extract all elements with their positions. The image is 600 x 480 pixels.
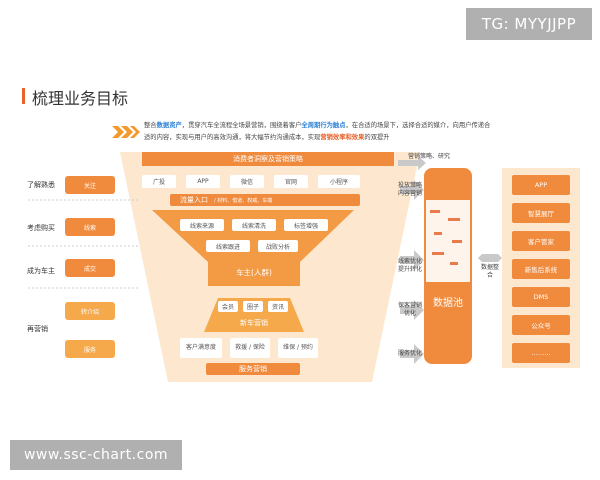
source-item: ……… — [512, 343, 570, 363]
membership-item: 资讯 — [268, 301, 288, 312]
tg-watermark: TG: MYYJJPP — [466, 8, 592, 40]
source-item: 智慧展厅 — [512, 203, 570, 223]
lead-item: 标签增强 — [284, 219, 328, 231]
chevron-arrows-icon — [112, 126, 140, 138]
lead-item: 战败分析 — [258, 240, 298, 252]
channel-item: APP — [186, 175, 220, 188]
stage-label-consider: 考虑购买 — [27, 224, 55, 232]
stage-box-follow: 关注 — [65, 176, 115, 194]
service-item: 客户满意度 — [180, 338, 222, 358]
stage-box-leads: 线索 — [65, 218, 115, 236]
membership-item: 会员 — [218, 301, 238, 312]
lead-item: 线索跟进 — [206, 240, 250, 252]
stage-box-service: 服务 — [65, 340, 115, 358]
source-item: 客户管家 — [512, 231, 570, 251]
source-item: DMS — [512, 287, 570, 307]
membership-item: 圈子 — [243, 301, 263, 312]
stage-box-deal: 成交 — [65, 259, 115, 277]
traffic-entry-label: 流量入口 — [180, 196, 208, 204]
stage-label-aware: 了解熟悉 — [27, 181, 55, 189]
traffic-entry: 流量入口 / 材料、借道、权威、车端 — [170, 194, 360, 206]
arrow-label-leads: 线索优化提升转化 — [397, 258, 422, 273]
channel-item: 微信 — [230, 175, 264, 188]
arrow-label-strategy: 营销策略、研究 — [407, 153, 450, 160]
channel-item: 广投 — [142, 175, 176, 188]
stage-label-owner: 成为车主 — [27, 267, 55, 275]
arrow-label-retention: 保客营销优化 — [397, 302, 422, 317]
funnel-top-title: 消费者洞察及营销策略 — [233, 155, 303, 163]
source-item: 公众号 — [512, 315, 570, 335]
data-pool-label: 数据池 — [433, 298, 463, 309]
intro-text: 整合数据资产，贯穿汽车全流程全场景营销，围绕着客户全周期行为触点，在合适的场景下… — [144, 122, 491, 141]
owner-label: 车主(人群) — [236, 267, 272, 277]
source-item: 新售后系统 — [512, 259, 570, 279]
service-marketing-label: 服务营销 — [206, 363, 300, 375]
integration-label: 数据整合 — [480, 264, 499, 279]
site-watermark: www.ssc-chart.com — [10, 440, 182, 470]
page-title: 梳理业务目标 — [32, 89, 129, 108]
traffic-entry-sub: / 材料、借道、权威、车端 — [214, 197, 273, 204]
channel-item: 官网 — [274, 175, 308, 188]
new-car-label: 新车营销 — [240, 319, 268, 327]
title-accent-bar — [22, 88, 25, 104]
stage-label-remarketing: 再营销 — [27, 325, 48, 333]
arrow-label-placement: 投放策略内容营销 — [397, 182, 422, 197]
channel-item: 小程序 — [318, 175, 360, 188]
service-item: 救援 / 保险 — [230, 338, 270, 358]
source-item: APP — [512, 175, 570, 195]
service-item: 维保 / 预约 — [278, 338, 318, 358]
stage-box-referral: 转介绍 — [65, 302, 115, 320]
lead-item: 线索来源 — [180, 219, 224, 231]
arrow-label-service: 服务优化 — [397, 350, 422, 357]
lead-item: 线索清洗 — [232, 219, 276, 231]
